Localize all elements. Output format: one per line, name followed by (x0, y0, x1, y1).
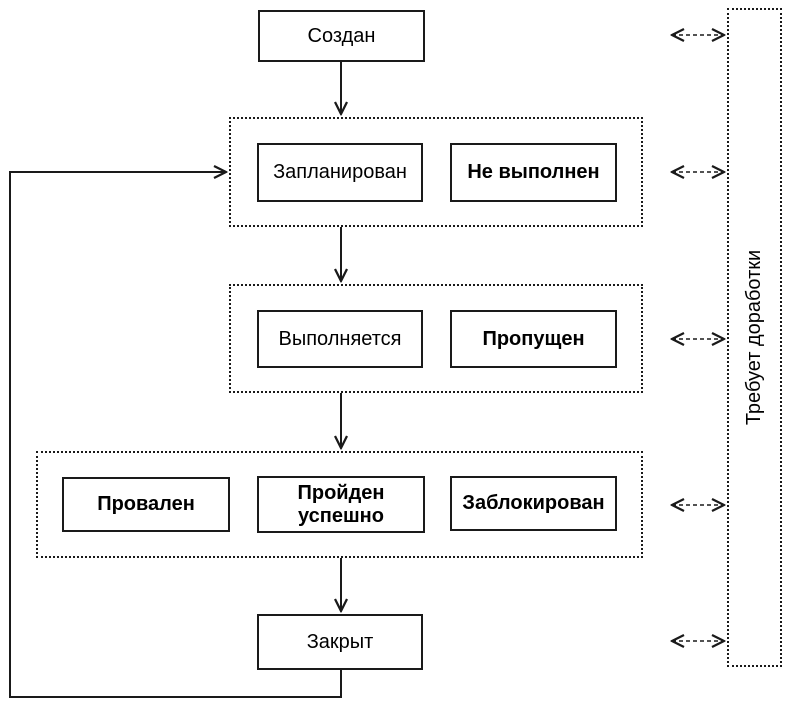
node-in-progress: Выполняется (257, 310, 423, 368)
rework-panel-label: Требует доработки (743, 249, 765, 426)
node-closed-label: Закрыт (306, 630, 374, 653)
rework-panel: Требует доработки (727, 8, 782, 667)
node-skipped: Пропущен (450, 310, 617, 368)
group-planned (229, 117, 643, 227)
node-closed: Закрыт (257, 614, 423, 670)
node-planned-label: Запланирован (273, 161, 407, 183)
node-in-progress-label: Выполняется (278, 327, 402, 350)
edge-closed-to-planned-group-loop (9, 172, 342, 698)
node-not-executed-label: Не выполнен (467, 161, 600, 183)
node-created: Создан (258, 10, 425, 62)
group-results (36, 451, 643, 558)
node-created-label: Создан (307, 24, 376, 47)
node-passed: Пройден успешно (257, 476, 425, 533)
node-not-executed: Не выполнен (450, 143, 617, 202)
node-skipped-label: Пропущен (482, 327, 585, 350)
node-blocked-label: Заблокирован (462, 492, 605, 514)
node-blocked: Заблокирован (450, 476, 617, 531)
node-planned: Запланирован (257, 143, 423, 202)
node-failed: Провален (62, 477, 230, 532)
node-failed-label: Провален (97, 493, 195, 515)
node-passed-label: Пройден успешно (297, 481, 385, 527)
group-executing (229, 284, 643, 393)
